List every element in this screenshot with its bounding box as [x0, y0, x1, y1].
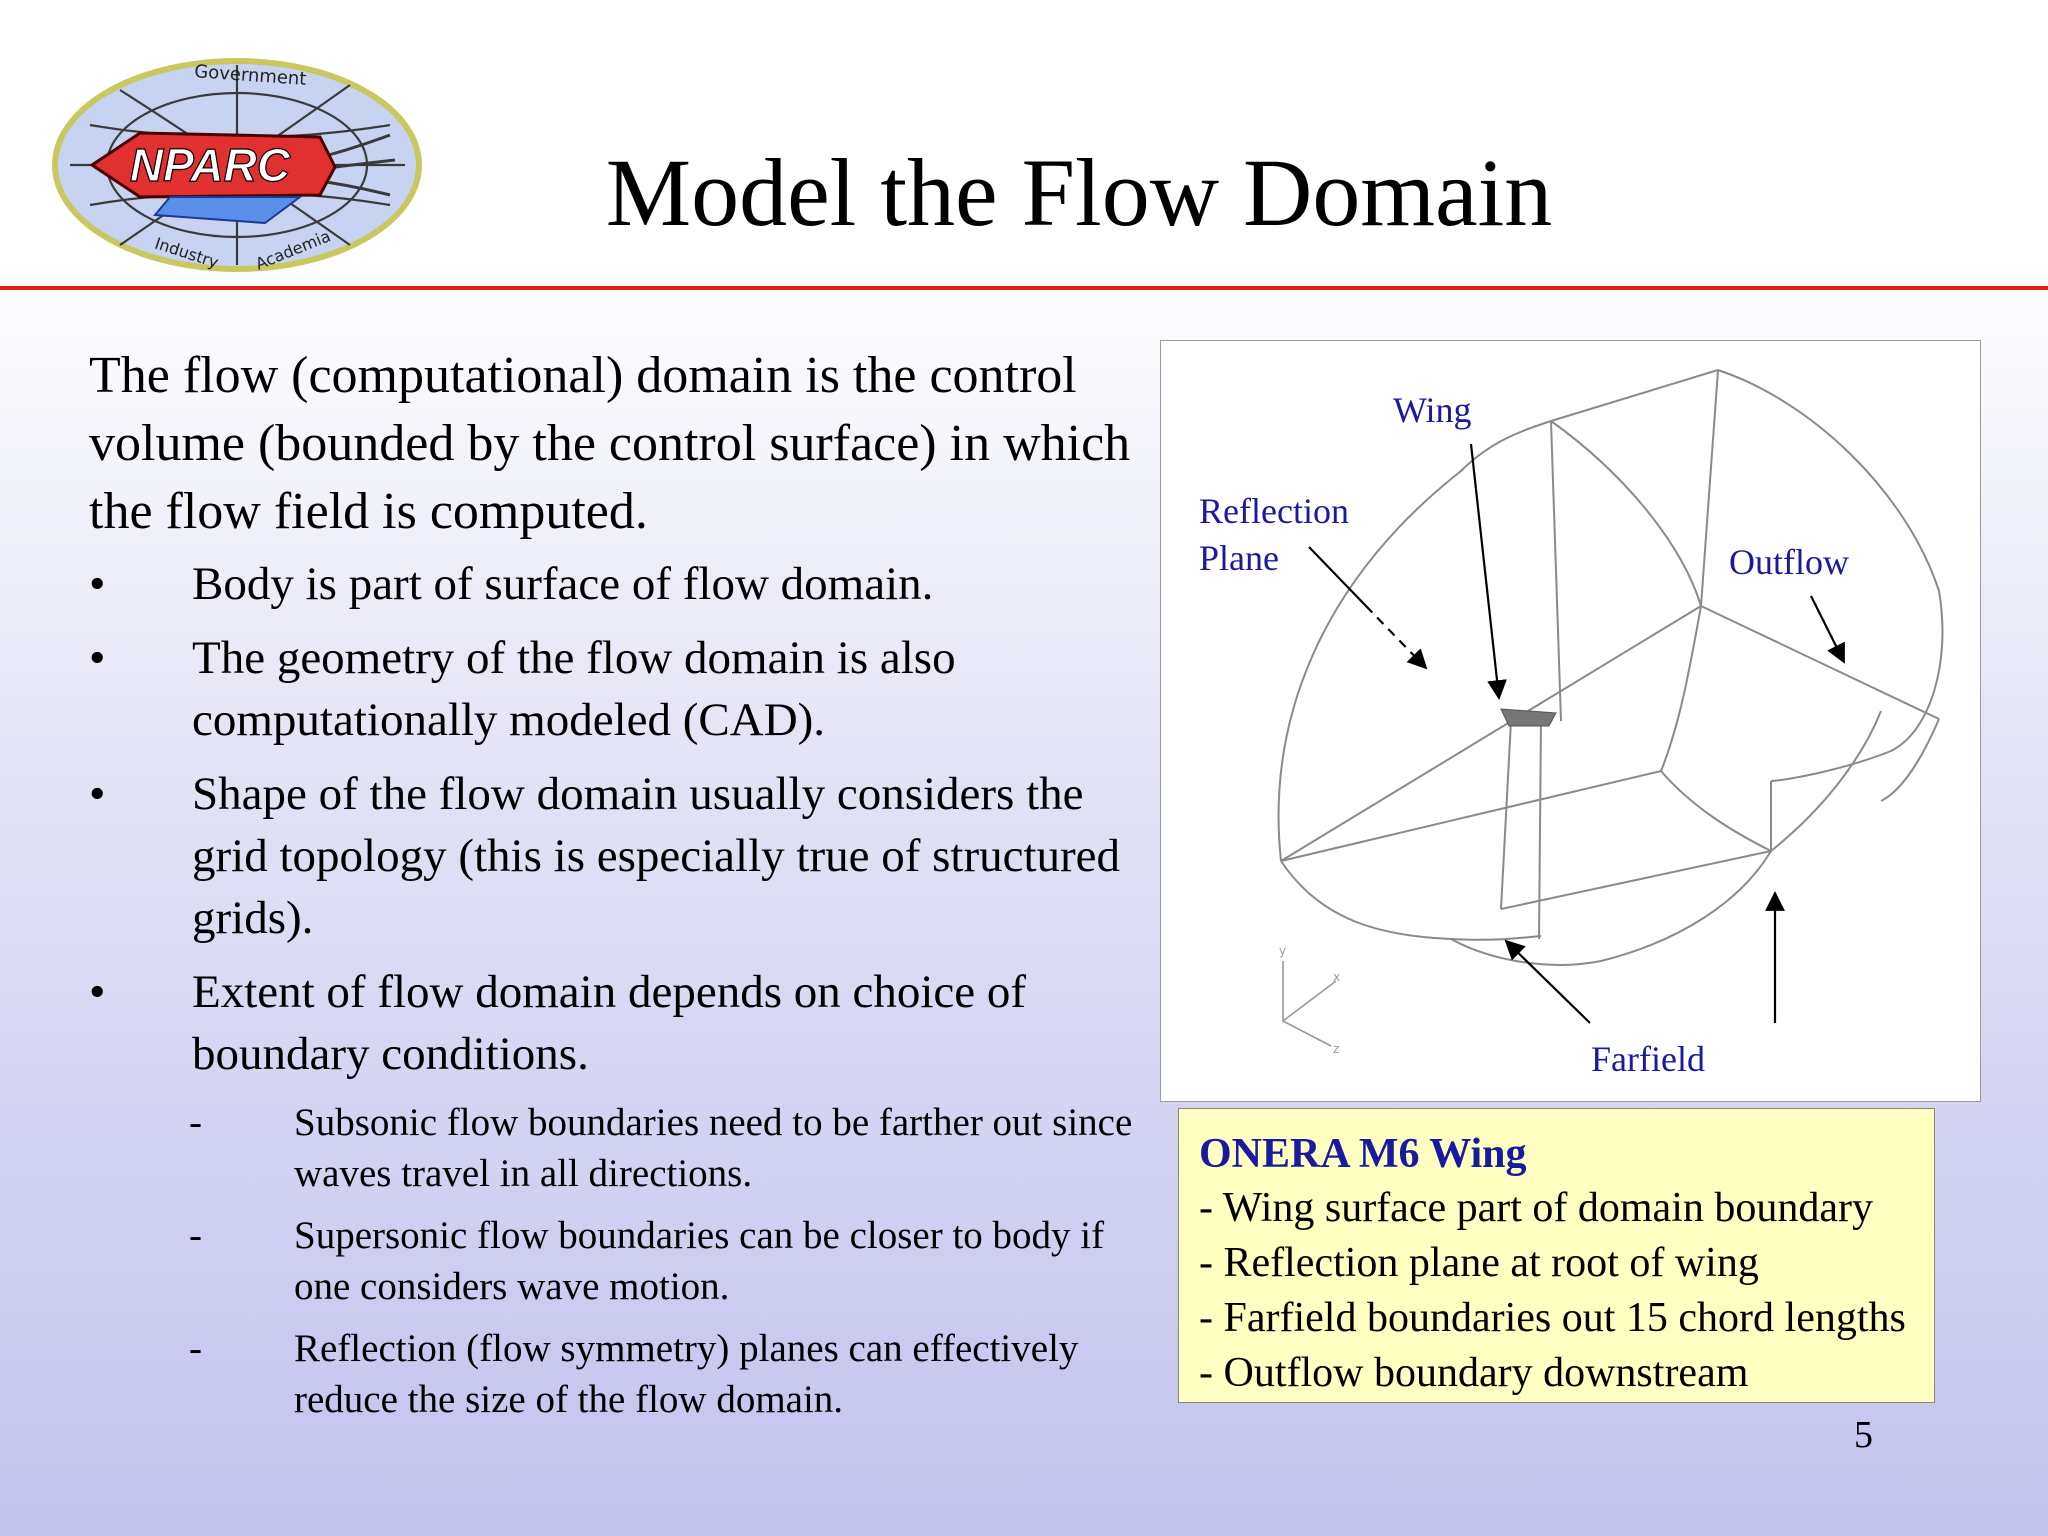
slide-title: Model the Flow Domain [605, 139, 1553, 246]
intro-paragraph: The flow (computational) domain is the c… [89, 347, 1131, 540]
reflection-arrow-solid [1308, 546, 1367, 607]
wing-arrow [1469, 443, 1507, 700]
sub-bullet-item: - Reflection (flow symmetry) planes can … [89, 1323, 1139, 1425]
bullet-text: The geometry of the flow domain is also … [192, 632, 956, 746]
axis-y-label: y [1279, 944, 1286, 958]
bullet-item: • The geometry of the flow domain is als… [89, 627, 1139, 751]
label-reflection-line1: Reflection [1199, 491, 1349, 531]
label-reflection-line2: Plane [1199, 538, 1279, 578]
sub-bullet-marker: - [189, 1214, 202, 1257]
title-rule [0, 286, 2048, 290]
bullet-text: Body is part of surface of flow domain. [192, 558, 934, 610]
bullet-text: Extent of flow domain depends on choice … [192, 966, 1027, 1080]
label-farfield: Farfield [1591, 1039, 1705, 1079]
bullet-marker: • [89, 966, 106, 1018]
info-box-title: ONERA M6 Wing [1199, 1131, 1527, 1177]
logo-text: NPARC [130, 139, 291, 191]
bullet-marker: • [89, 768, 106, 820]
info-line: - Outflow boundary downstream [1199, 1350, 1749, 1396]
onera-info-box: ONERA M6 Wing - Wing surface part of dom… [1178, 1108, 1935, 1403]
domain-wireframe: y x z [1277, 369, 1944, 1056]
outflow-arrow [1810, 595, 1845, 664]
info-line: - Wing surface part of domain boundary [1199, 1185, 1873, 1231]
farfield-arrow-left [1504, 939, 1591, 1024]
bullet-marker: • [89, 632, 106, 684]
body-text: The flow (computational) domain is the c… [89, 342, 1139, 1436]
reflection-arrow-dashed [1365, 605, 1428, 670]
axis-z-label: z [1333, 1042, 1339, 1056]
sub-bullet-text: Supersonic flow boundaries can be closer… [294, 1214, 1105, 1308]
label-outflow: Outflow [1729, 542, 1849, 582]
sub-bullet-text: Reflection (flow symmetry) planes can ef… [294, 1327, 1079, 1421]
bullet-item: • Shape of the flow domain usually consi… [89, 763, 1139, 949]
info-line: - Reflection plane at root of wing [1199, 1240, 1759, 1286]
bullet-item: • Extent of flow domain depends on choic… [89, 961, 1139, 1085]
sub-bullet-marker: - [189, 1101, 202, 1144]
sub-bullet-item: - Subsonic flow boundaries need to be fa… [89, 1097, 1139, 1199]
sub-bullet-marker: - [189, 1327, 202, 1370]
flow-domain-diagram: y x z Wing Reflection Plane Outflow Farf… [1160, 340, 1981, 1102]
sub-bullet-item: - Supersonic flow boundaries can be clos… [89, 1210, 1139, 1312]
page-number: 5 [1854, 1414, 1873, 1456]
bullet-marker: • [89, 558, 106, 610]
sub-bullet-text: Subsonic flow boundaries need to be fart… [294, 1101, 1133, 1195]
bullet-item: • Body is part of surface of flow domain… [89, 553, 1139, 615]
axis-x-label: x [1333, 970, 1340, 984]
label-wing: Wing [1393, 390, 1472, 430]
nparc-logo: NPARC Government Industry Academia [52, 58, 422, 274]
bullet-text: Shape of the flow domain usually conside… [192, 768, 1121, 944]
info-line: - Farfield boundaries out 15 chord lengt… [1199, 1295, 1906, 1341]
